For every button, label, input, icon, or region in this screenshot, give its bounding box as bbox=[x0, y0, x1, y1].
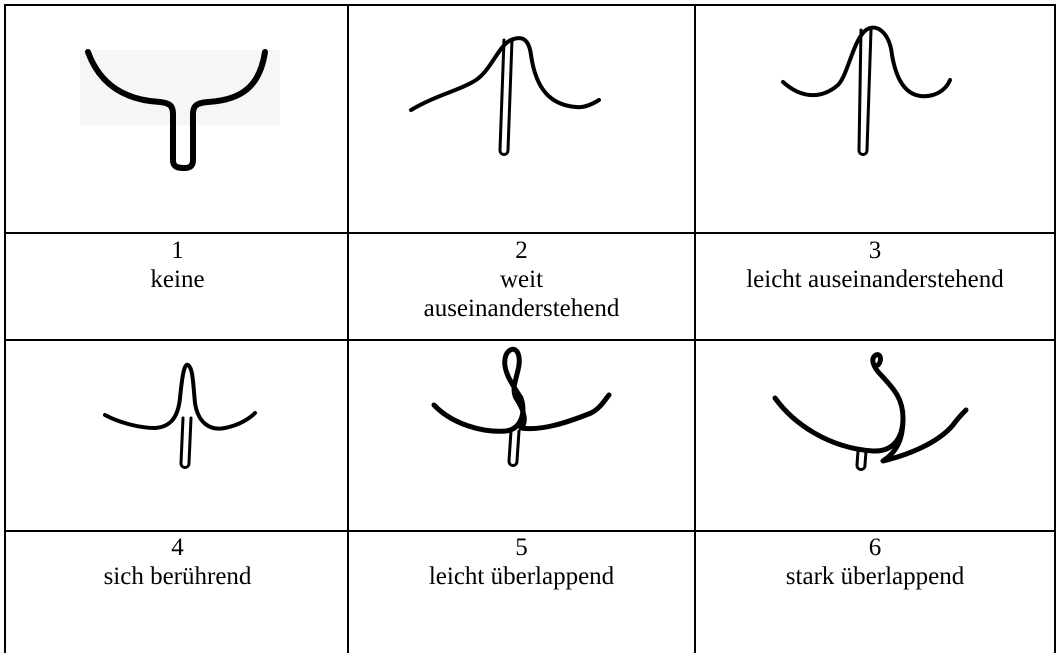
cell-text-1: 1 keine bbox=[10, 236, 345, 336]
table-divider-row-3 bbox=[4, 530, 1056, 532]
item-label: leicht überlappend bbox=[428, 563, 615, 590]
table-divider-row-2 bbox=[4, 339, 1056, 341]
no-overlap-icon bbox=[80, 49, 280, 171]
item-label: keine bbox=[150, 266, 205, 293]
item-label: stark überlappend bbox=[785, 563, 965, 590]
slightly-apart-icon bbox=[781, 25, 952, 156]
widely-apart-icon bbox=[409, 36, 601, 156]
strongly-overlapping-icon bbox=[772, 352, 969, 471]
cell-image-1 bbox=[10, 10, 345, 231]
cell-image-4 bbox=[10, 343, 345, 528]
item-number: 2 bbox=[515, 237, 528, 264]
item-label: weit auseinanderstehend bbox=[423, 266, 620, 322]
table-divider-col-2 bbox=[694, 4, 696, 653]
touching-icon bbox=[103, 362, 257, 469]
slightly-overlapping-icon bbox=[431, 346, 612, 467]
item-label: sich berührend bbox=[103, 563, 252, 590]
table-border-top bbox=[4, 4, 1056, 6]
table-border-right bbox=[1054, 4, 1056, 653]
table-border-left bbox=[4, 4, 6, 653]
item-number: 6 bbox=[868, 534, 882, 561]
item-number: 3 bbox=[868, 237, 882, 264]
cell-text-5: 5 leicht überlappend bbox=[351, 533, 692, 633]
cell-text-2: 2 weit auseinanderstehend bbox=[351, 236, 692, 336]
item-number: 5 bbox=[515, 534, 528, 561]
cell-image-3 bbox=[698, 10, 1052, 231]
cell-image-6 bbox=[698, 343, 1052, 528]
cell-text-4: 4 sich berührend bbox=[10, 533, 345, 633]
cell-text-3: 3 leicht auseinanderstehend bbox=[698, 236, 1052, 336]
table-divider-col-1 bbox=[347, 4, 349, 653]
item-label: leicht auseinanderstehend bbox=[746, 266, 1004, 293]
cell-text-6: 6 stark überlappend bbox=[698, 533, 1052, 633]
cell-image-2 bbox=[351, 10, 692, 231]
cell-image-5 bbox=[351, 343, 692, 528]
table-divider-row-1 bbox=[4, 232, 1056, 234]
item-number: 4 bbox=[171, 534, 184, 561]
item-number: 1 bbox=[171, 237, 184, 264]
